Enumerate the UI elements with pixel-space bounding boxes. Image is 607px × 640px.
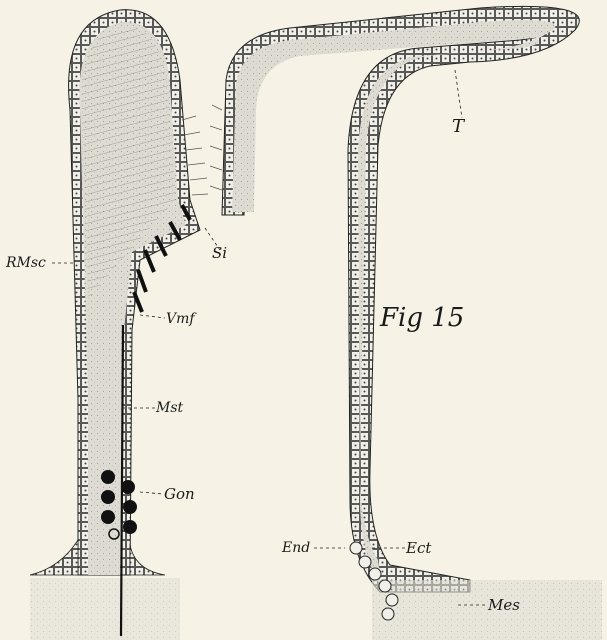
- label-gon: Gon: [164, 487, 195, 502]
- label-end: End: [282, 541, 310, 555]
- label-mes: Mes: [488, 598, 520, 613]
- label-t: T: [452, 118, 464, 136]
- label-vmf: Vmf: [166, 312, 195, 326]
- figure-title: Fig 15: [380, 305, 464, 331]
- label-si: Si: [212, 246, 227, 261]
- label-ect: Ect: [406, 541, 431, 556]
- label-mst: Mst: [156, 401, 183, 415]
- label-rmsc: RMsc: [6, 256, 46, 270]
- right-ectoderm: [222, 6, 579, 592]
